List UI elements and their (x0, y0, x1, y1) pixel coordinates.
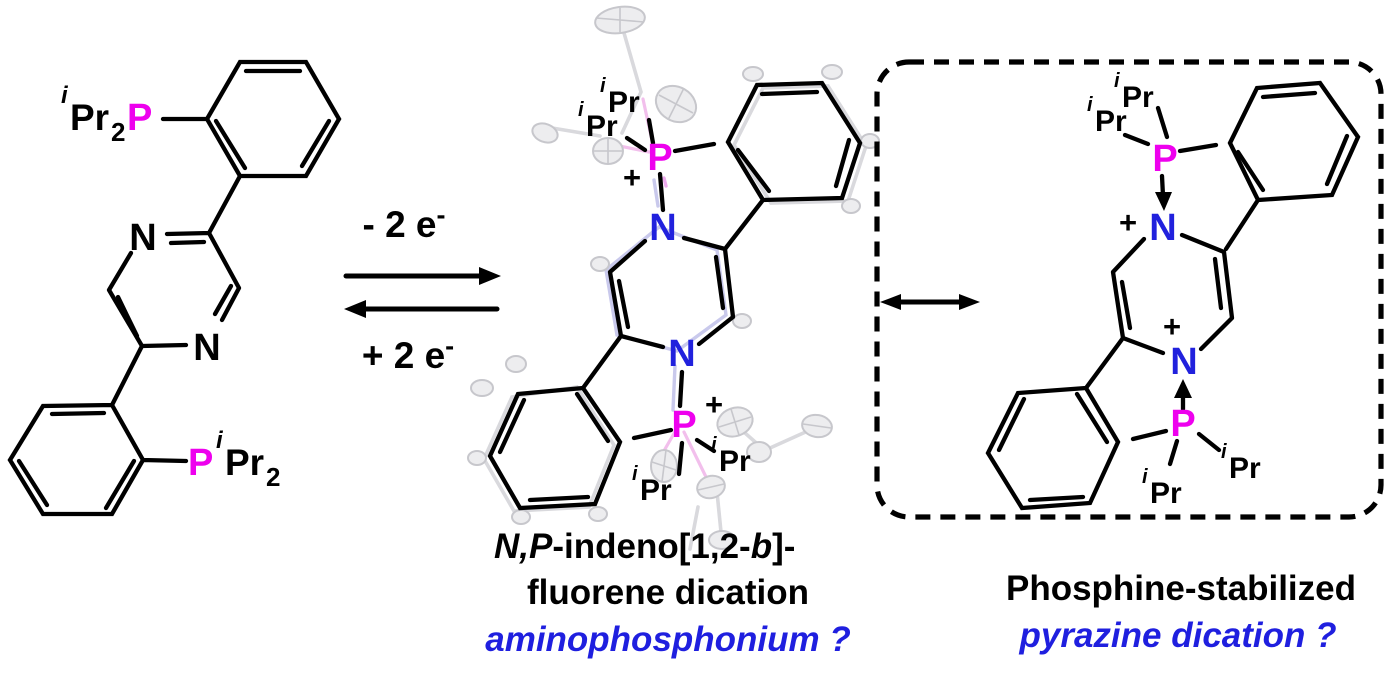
isopropyl-label: i (1087, 94, 1093, 116)
equilibrium-arrows: - 2 e- + 2 e- (343, 200, 501, 376)
right-caption-line2: pyrazine dication ? (1019, 616, 1337, 655)
plus-charge-label: + (705, 387, 723, 422)
right-molecule-bonds (985, 80, 1361, 511)
right-pyrazine-double-bonds (1119, 256, 1224, 331)
right-ipr-labels: i Pr i Pr i Pr i Pr (1087, 70, 1261, 510)
middle-caption: N,P-indeno[1,2-b]- fluorene dication ami… (485, 527, 851, 659)
left-ipr2p-label: i Pr 2 P (61, 82, 152, 147)
isopropyl-label: i (216, 427, 224, 454)
forward-arrowhead-icon (479, 267, 501, 285)
isopropyl-label: Pr (70, 97, 109, 138)
isopropyl-label: i (711, 434, 717, 456)
phosphorus-atom-label: P (188, 442, 213, 484)
right-molecule: P N + N + P i Pr i Pr i Pr i Pr (985, 70, 1361, 511)
nitrogen-atom-label: N (668, 333, 695, 375)
dative-arrowhead-icon (1155, 192, 1172, 211)
resonance-arrowhead-left-icon (880, 294, 901, 310)
xray-sticks (538, 24, 812, 551)
reverse-electron-label: + 2 e- (362, 331, 454, 376)
nitrogen-atom-label: N (1170, 341, 1197, 383)
isopropyl-label: i (632, 463, 638, 485)
isopropyl-label: Pr (586, 110, 618, 143)
resonance-arrowhead-right-icon (959, 294, 980, 310)
resonance-dashed-box (874, 59, 1384, 520)
resonance-arrow (880, 294, 980, 310)
phosphorus-atom-label: P (671, 404, 696, 446)
isopropyl-label: Pr (719, 445, 751, 478)
isopropyl-label: Pr (1150, 477, 1182, 510)
isopropyl-label: i (1114, 70, 1120, 92)
reverse-arrowhead-icon (344, 300, 366, 318)
phosphorus-atom-label: P (127, 97, 152, 139)
right-pyrazine-bonds (1110, 232, 1235, 356)
middle-caption-line2: fluorene dication (527, 573, 809, 612)
right-molecule-double-bonds (996, 90, 1350, 503)
middle-caption-line1: N,P-indeno[1,2-b]- (494, 527, 795, 566)
dative-arrow-bottom (1174, 379, 1192, 412)
middle-caption-line3: aminophosphonium ? (485, 620, 851, 659)
isopropyl-label: Pr (640, 474, 672, 507)
xray-bond-p-n (662, 176, 668, 188)
middle-molecule-double-bonds (497, 89, 852, 503)
right-caption: Phosphine-stabilized pyrazine dication ? (1006, 569, 1356, 655)
isopropyl-label: i (1221, 441, 1227, 463)
isopropyl-label: Pr (225, 442, 264, 483)
middle-ipr-labels: i Pr i Pr i Pr i Pr (578, 75, 751, 507)
middle-pyrazine-double-bonds (616, 254, 726, 330)
isopropyl-label: Pr (608, 86, 640, 119)
isopropyl-label: Pr (1229, 452, 1261, 485)
nitrogen-atom-label: N (1149, 207, 1176, 249)
middle-molecule: P + N N P + i Pr i Pr i Pr i Pr (487, 75, 863, 511)
right-caption-line1: Phosphine-stabilized (1006, 569, 1356, 608)
nitrogen-atom-label: N (649, 207, 676, 249)
isopropyl-label: Pr (1095, 105, 1127, 138)
isopropyl-label: i (600, 75, 606, 97)
isopropyl-label: Pr (1122, 81, 1154, 114)
forward-electron-label: - 2 e- (362, 200, 445, 245)
plus-charge-label: + (1119, 205, 1137, 240)
dative-arrow-top (1155, 173, 1172, 211)
middle-pyrazine-bonds (607, 235, 736, 350)
plus-charge-label: + (1163, 309, 1181, 344)
isopropyl-label: i (1142, 466, 1148, 488)
subscript-2: 2 (111, 117, 125, 147)
isopropyl-label: i (61, 82, 69, 109)
left-molecule-bonds (7, 59, 342, 517)
left-molecule-double-bonds (16, 68, 332, 511)
left-molecule: i Pr 2 P N N P i Pr 2 (7, 59, 342, 517)
phosphorus-atom-label: P (1152, 138, 1177, 180)
middle-molecule-bonds (487, 80, 863, 511)
phosphorus-atom-label: P (1170, 403, 1195, 445)
left-pipr2-label: P i Pr 2 (188, 427, 280, 492)
nitrogen-atom-label: N (193, 327, 220, 369)
nitrogen-atom-label: N (129, 217, 156, 259)
subscript-2: 2 (266, 462, 280, 492)
plus-charge-label: + (623, 160, 641, 195)
isopropyl-label: i (578, 99, 584, 121)
phosphorus-atom-label: P (647, 137, 672, 179)
thermal-ellipsoids (467, 5, 880, 551)
xray-ring-bottom-benzo (481, 385, 617, 513)
dative-arrowhead-icon (1174, 379, 1192, 398)
